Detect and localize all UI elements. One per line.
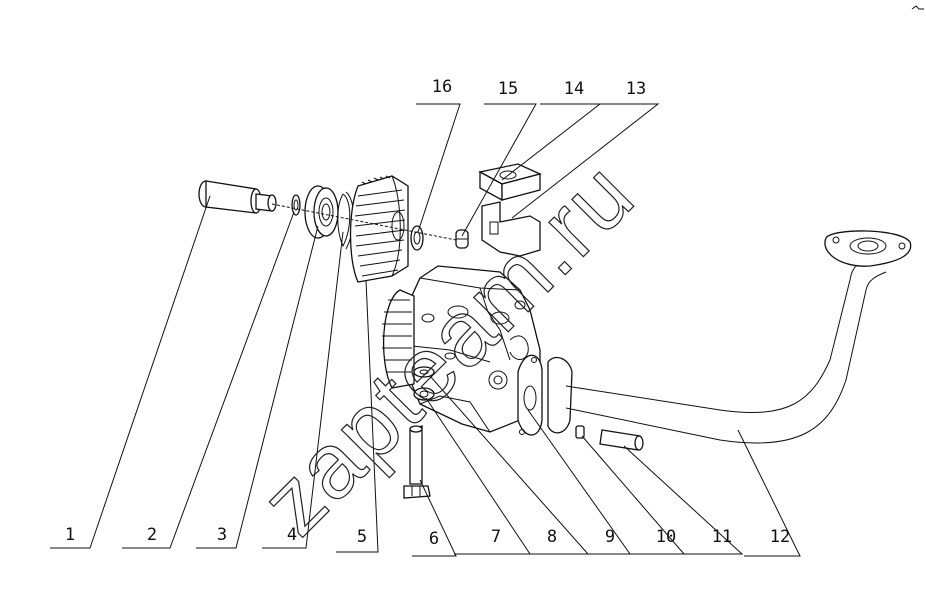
callout-16: 16: [432, 77, 452, 97]
leader-lines: [50, 103, 801, 557]
callout-13: 13: [626, 79, 646, 99]
part-9-gasket: [517, 354, 543, 436]
part-5-gear: [349, 175, 409, 283]
corner-mark: [911, 5, 924, 10]
callout-14: 14: [564, 79, 584, 99]
part-3-bearing: [304, 185, 339, 239]
callout-7: 7: [491, 527, 501, 547]
part-1-shaft: [198, 180, 277, 214]
callout-6: 6: [429, 529, 439, 549]
callout-10: 10: [656, 527, 676, 547]
callout-labels: 1 2 3 4 5 6 7 8 9 10 11 12 13 14 15 16: [65, 77, 790, 549]
part-13-bracket: [481, 201, 541, 257]
part-2-washer: [291, 194, 301, 216]
callout-3: 3: [217, 525, 227, 545]
part-12-pipe: [547, 230, 912, 444]
callout-4: 4: [287, 525, 297, 545]
part-15-key: [455, 229, 469, 249]
callout-8: 8: [547, 527, 557, 547]
part-6-bolt: [403, 425, 431, 499]
part-7-washer: [413, 366, 435, 378]
callout-11: 11: [712, 527, 732, 547]
watermark: zapteam.ru: [242, 142, 654, 554]
part-11-sleeve: [599, 429, 644, 451]
callout-1: 1: [65, 525, 75, 545]
callout-12: 12: [770, 527, 790, 547]
callout-9: 9: [605, 527, 615, 547]
callout-2: 2: [147, 525, 157, 545]
callout-15: 15: [498, 79, 518, 99]
part-10-pin: [575, 425, 585, 439]
part-8-washer: [413, 387, 435, 401]
callout-5: 5: [357, 527, 367, 547]
part-16-washer: [410, 225, 424, 251]
